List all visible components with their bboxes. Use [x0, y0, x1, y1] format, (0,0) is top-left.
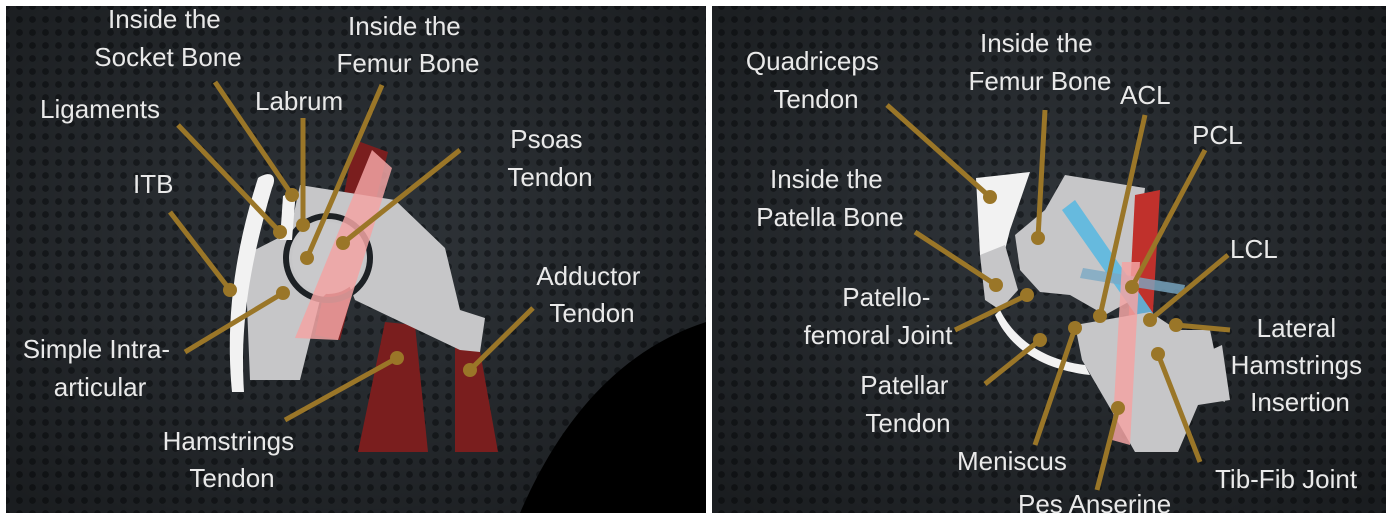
knee-panel: Quadriceps Tendon Inside the Femur Bone … — [712, 6, 1386, 519]
hip-panel: Inside the Socket Bone Inside the Femur … — [6, 4, 706, 513]
label-pes: Pes Anserine — [1018, 489, 1171, 519]
label-pcl: PCL — [1192, 120, 1243, 150]
label-ligaments: Ligaments — [40, 94, 160, 124]
label-tibfib: Tib-Fib Joint — [1215, 464, 1358, 494]
label-meniscus: Meniscus — [957, 446, 1067, 476]
label-itb: ITB — [133, 169, 173, 199]
label-lcl: LCL — [1230, 234, 1278, 264]
label-acl: ACL — [1120, 80, 1171, 110]
label-labrum: Labrum — [255, 86, 343, 116]
